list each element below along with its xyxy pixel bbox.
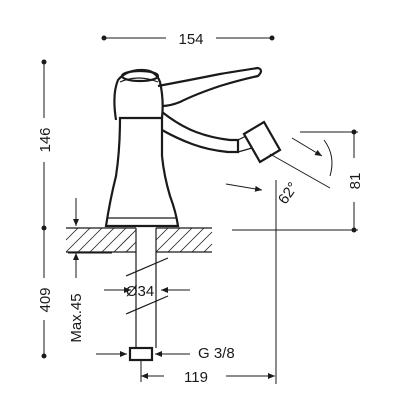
dimension-thread: G 3/8 [96,345,235,362]
spout-height-label: 81 [347,173,364,190]
dimension-left-vertical: 146 409 [37,59,54,359]
reach-label: 119 [184,369,208,386]
thread-label: G 3/8 [198,345,235,362]
diameter-label: Ø34 [126,283,154,300]
supply-pipe [125,228,169,362]
max-45-label: Max.45 [68,293,85,342]
angle-label: 62° [275,179,302,207]
dimension-width-154: 154 [101,31,275,48]
dimension-spout-height-81: 81 [232,129,364,233]
below-deck-409-label: 409 [37,287,54,312]
dimension-max-45: Max.45 [68,198,112,343]
height-146-label: 146 [37,127,54,152]
dimension-diameter-34: Ø34 [104,283,190,300]
tap-body [104,66,282,228]
countertop-section [65,227,213,253]
dimension-reach-119: 119 [140,180,277,386]
width-label: 154 [178,31,203,48]
